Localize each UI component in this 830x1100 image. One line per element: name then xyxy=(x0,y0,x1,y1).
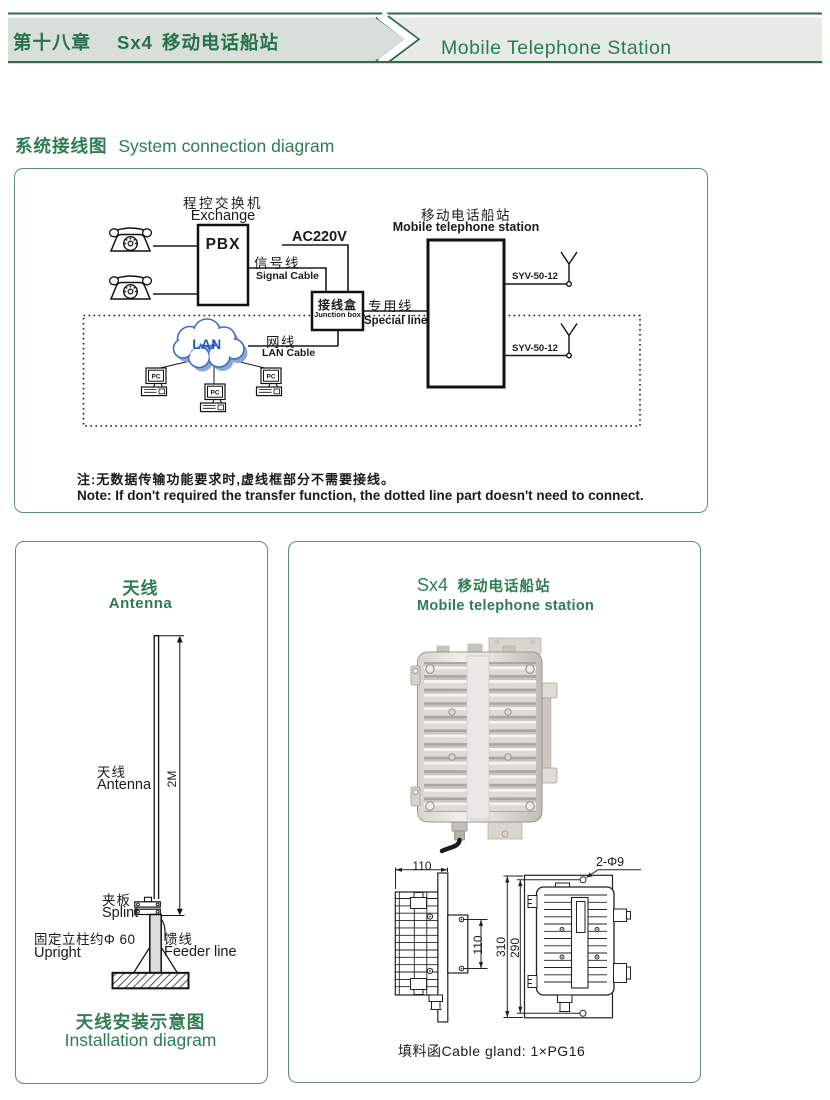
station-title-en: Mobile telephone station xyxy=(417,598,595,614)
feeder-label-en: Feeder line xyxy=(164,943,237,960)
dim-width-label: 110 xyxy=(412,858,432,873)
dim-hholes-label: 290 xyxy=(508,937,522,959)
station-panel xyxy=(288,541,701,1083)
special-label-en: Special line xyxy=(364,314,428,327)
section-title-zh: 系统接线图 xyxy=(15,136,108,156)
special-label-zh: 专用线 xyxy=(368,299,413,314)
splint-label-zh: 夹板 xyxy=(102,893,131,908)
station-model: Sx4 xyxy=(417,575,449,595)
section-title: 系统接线图 System connection diagram xyxy=(15,133,334,158)
pole-dim-label: 2M xyxy=(165,770,179,788)
station-label-zh: 移动电话船站 xyxy=(421,208,511,223)
station-panel-title: Sx4 移动电话船站 xyxy=(417,575,550,596)
page-header-title: 第十八章 Sx4 移动电话船站 xyxy=(13,29,279,55)
note-en: Note: If don't required the transfer fun… xyxy=(77,488,644,503)
installation-caption-zh: 天线安装示意图 xyxy=(75,1012,206,1032)
diagram-panel xyxy=(14,168,708,513)
upright-label-en: Upright xyxy=(34,944,81,961)
feeder-label-zh: 馈线 xyxy=(164,932,193,947)
antenna-panel-title-en: Antenna xyxy=(108,595,173,612)
upright-label-zh: 固定立柱约Φ 60 xyxy=(34,932,136,947)
dim-houter-label: 310 xyxy=(494,936,508,958)
antenna-panel-title-zh: 天线 xyxy=(122,579,159,598)
exchange-label-zh: 程控交换机 xyxy=(183,196,263,211)
station-label-en: Mobile telephone station xyxy=(392,219,540,234)
section-title-en: System connection diagram xyxy=(118,136,335,156)
junction-label-en: Junction box xyxy=(314,309,361,319)
model-code: Sx4 xyxy=(117,32,153,53)
station-title-zh: 移动电话船站 xyxy=(457,579,551,595)
power-label: AC220V xyxy=(292,229,347,245)
exchange-label-en: Exchange xyxy=(190,207,256,224)
signal-label-en: Signal Cable xyxy=(256,270,320,282)
signal-label-zh: 信号线 xyxy=(254,256,301,271)
header-title-en: Mobile Telephone Station xyxy=(441,37,672,59)
pole-label-en: Antenna xyxy=(97,777,152,793)
lan-label: LAN xyxy=(192,337,222,352)
pbx-label: PBX xyxy=(205,236,241,253)
splint-label-en: Splint xyxy=(102,904,139,921)
gland-caption: 填料函Cable gland: 1×PG16 xyxy=(398,1043,586,1059)
pole-label-zh: 天线 xyxy=(97,765,126,780)
note-zh: 注:无数据传输功能要求时,虚线框部分不需要接线。 xyxy=(77,472,395,487)
chapter-number: 第十八章 xyxy=(13,32,92,53)
antenna-cable2-label: SYV-50-12 xyxy=(512,342,558,354)
lan-cable-label-en: LAN Cable xyxy=(262,347,316,359)
header-title-zh: 移动电话船站 xyxy=(161,32,279,53)
antenna-cable1-label: SYV-50-12 xyxy=(512,271,558,282)
dim-plate-label: 110 xyxy=(471,935,485,955)
installation-caption-en: Installation diagram xyxy=(64,1029,217,1050)
antenna-panel xyxy=(15,541,268,1084)
dim-holes-label: 2-Φ9 xyxy=(596,855,625,869)
